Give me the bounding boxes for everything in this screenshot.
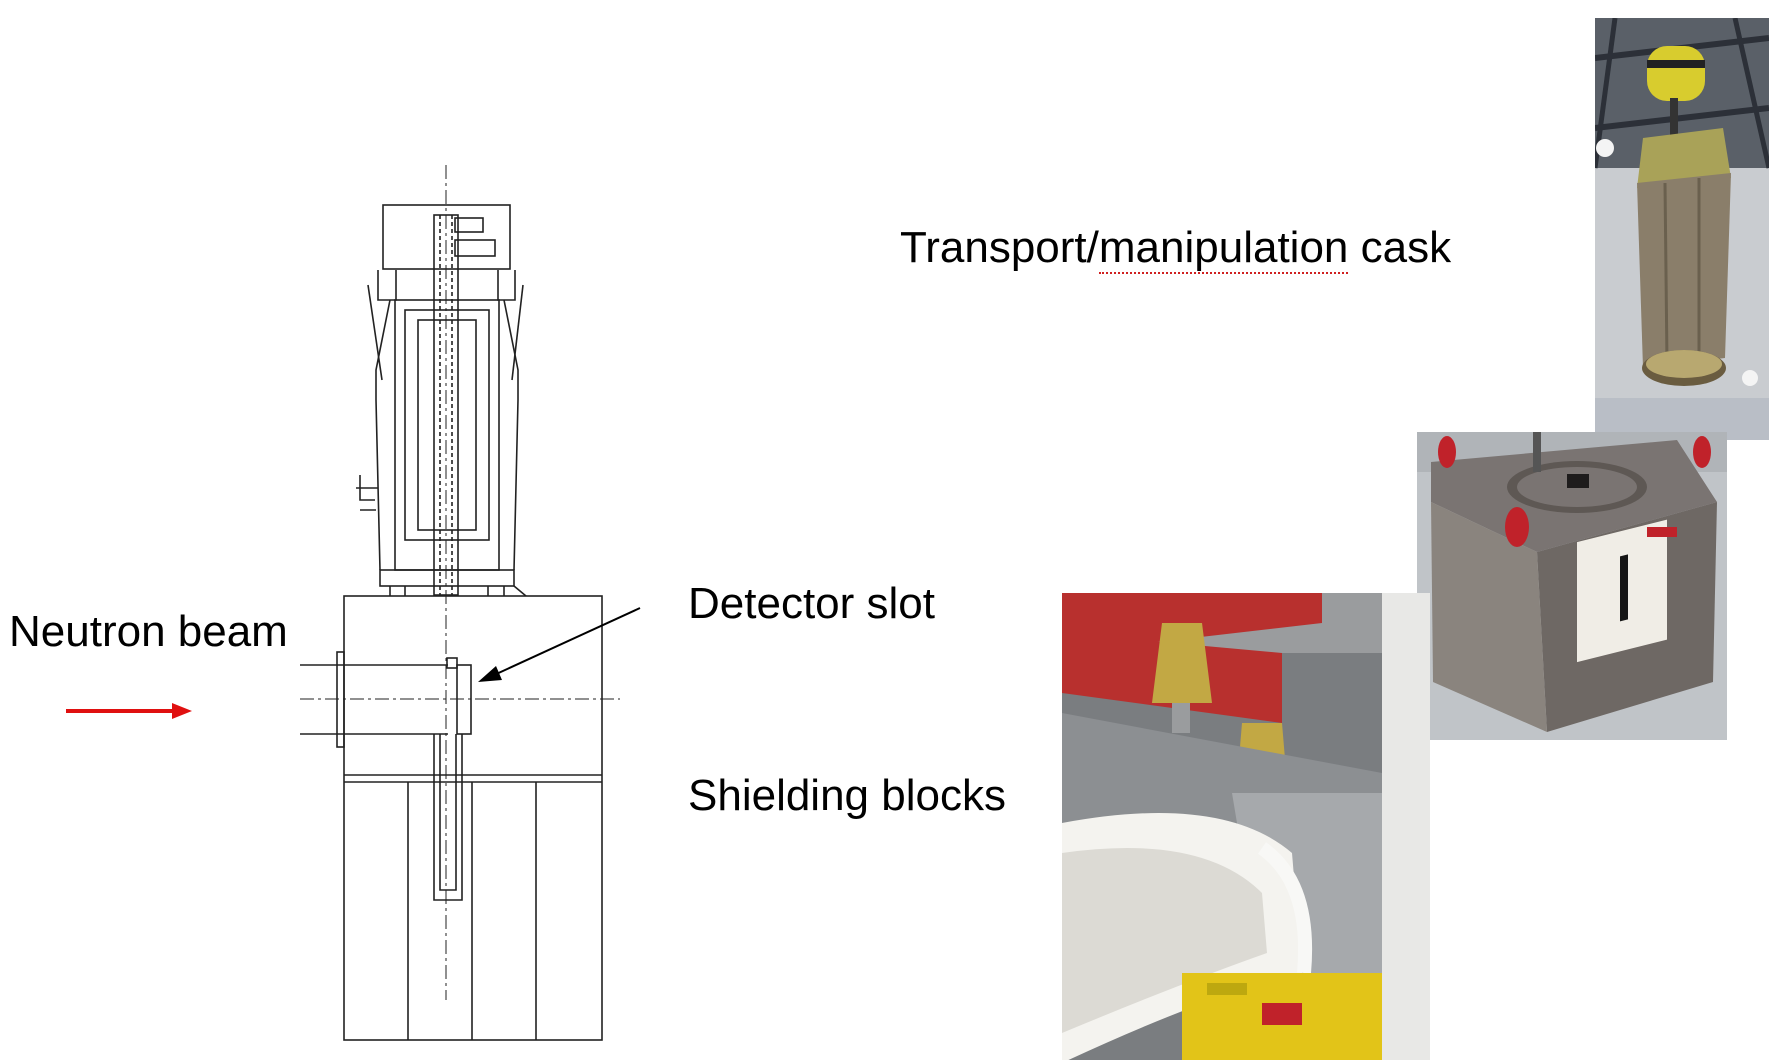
photo-transport-cask: [1595, 18, 1769, 440]
neutron-beam-label: Neutron beam: [9, 607, 288, 656]
neutron-beam-arrow: [66, 703, 192, 719]
cask-label-suffix: cask: [1348, 223, 1452, 272]
photo-beamline-installation: [1062, 593, 1430, 1060]
cask-label: Transport/manipulation cask: [900, 223, 1452, 274]
shielding-blocks-label: Shielding blocks: [688, 771, 1006, 820]
photo-shielding-block: [1417, 432, 1727, 740]
cask-label-word: manipulation: [1098, 223, 1349, 274]
detector-slot-pointer-arrow: [478, 607, 641, 682]
cask-label-prefix: Transport/: [900, 223, 1099, 272]
detector-slot-label: Detector slot: [688, 579, 935, 628]
